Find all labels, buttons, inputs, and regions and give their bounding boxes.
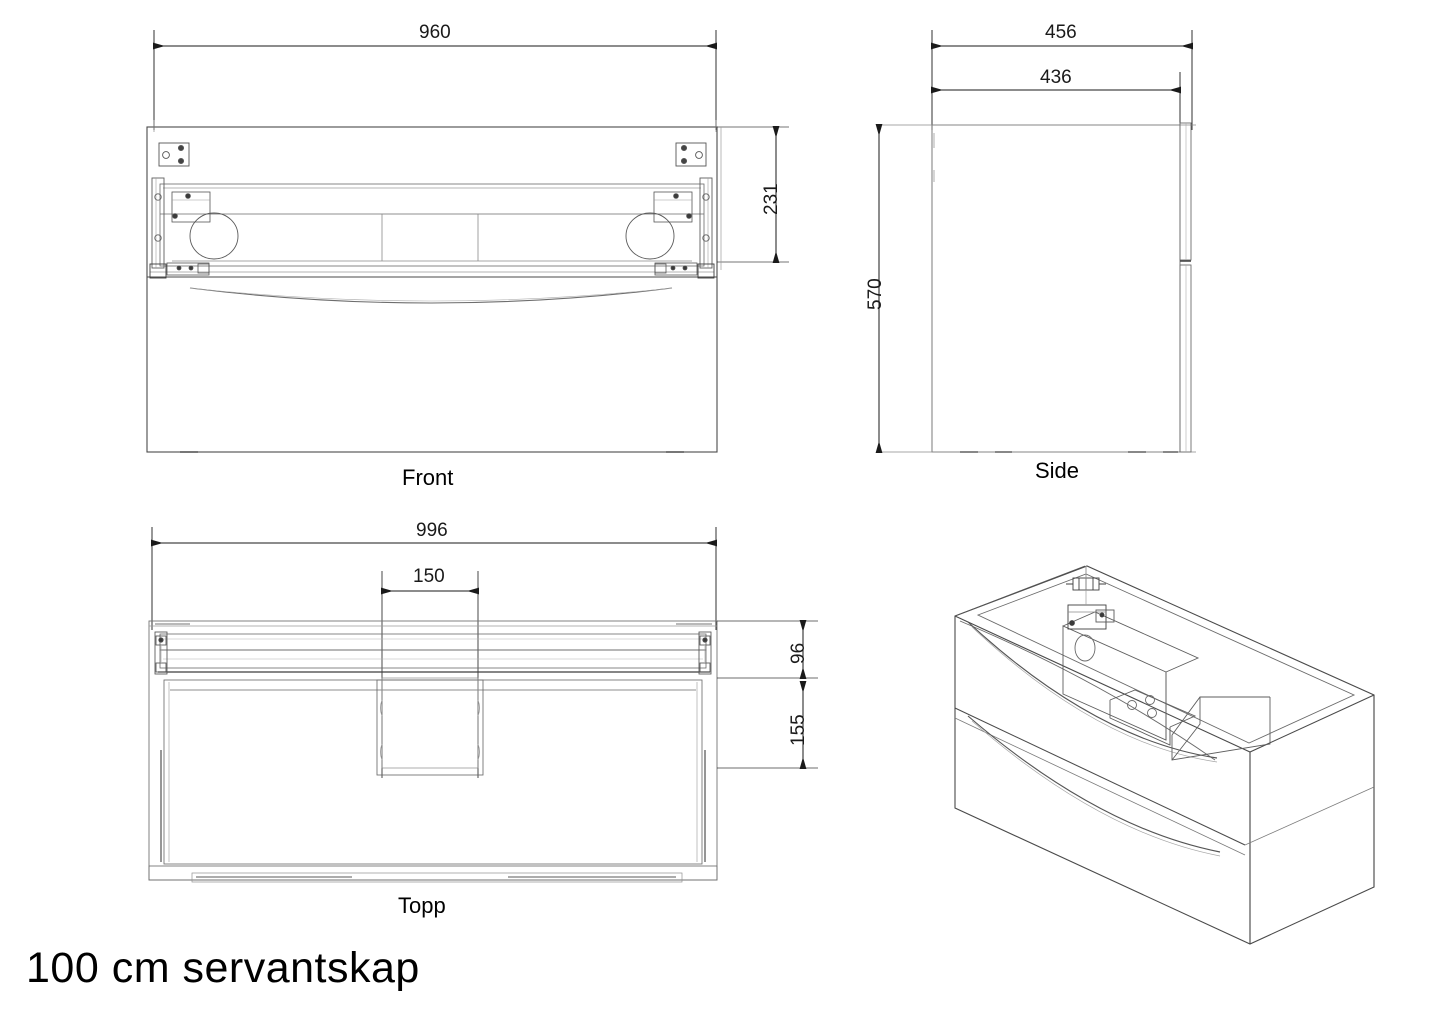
front-view bbox=[146, 30, 789, 453]
dimension-label-drawer-height: 231 bbox=[761, 183, 782, 215]
dimension-side-outer-depth bbox=[931, 30, 1193, 130]
topp-view bbox=[148, 527, 818, 883]
bracket-top-left bbox=[158, 142, 190, 167]
dimension-topp-width bbox=[151, 527, 717, 630]
mounting-plate-left bbox=[171, 191, 211, 223]
dimension-inner-depth bbox=[717, 681, 818, 769]
dimension-label-side-inner-depth: 436 bbox=[1040, 67, 1072, 88]
dimension-label-cutout-width: 150 bbox=[413, 566, 445, 587]
dimension-front-width bbox=[153, 30, 717, 130]
topp-slide-right bbox=[698, 631, 712, 675]
slide-bracket-bottom-right bbox=[654, 262, 698, 276]
side-view bbox=[875, 30, 1196, 453]
topp-slide-left bbox=[154, 631, 168, 675]
mounting-plate-right bbox=[653, 191, 693, 223]
dimension-side-inner-depth bbox=[931, 72, 1181, 130]
dimension-rail-depth bbox=[717, 620, 818, 679]
dimension-label-topp-width: 996 bbox=[416, 520, 448, 541]
slide-bracket-bottom-left bbox=[166, 262, 210, 276]
view-label-side: Side bbox=[1035, 458, 1080, 483]
dimension-label-front-width: 960 bbox=[419, 22, 451, 43]
bracket-top-right bbox=[675, 142, 707, 167]
dimension-label-inner-depth: 155 bbox=[788, 714, 809, 746]
dimension-label-side-height: 570 bbox=[865, 278, 886, 310]
isometric-view bbox=[954, 565, 1375, 945]
dimension-drawer-height bbox=[717, 126, 789, 263]
dimension-label-side-outer-depth: 456 bbox=[1045, 22, 1077, 43]
view-label-topp: Topp bbox=[398, 893, 446, 918]
view-label-front: Front bbox=[402, 465, 454, 490]
dimension-label-rail-depth: 96 bbox=[788, 642, 809, 664]
dimension-cutout-width bbox=[381, 571, 479, 778]
drawing-title: 100 cm servantskap bbox=[26, 944, 420, 992]
